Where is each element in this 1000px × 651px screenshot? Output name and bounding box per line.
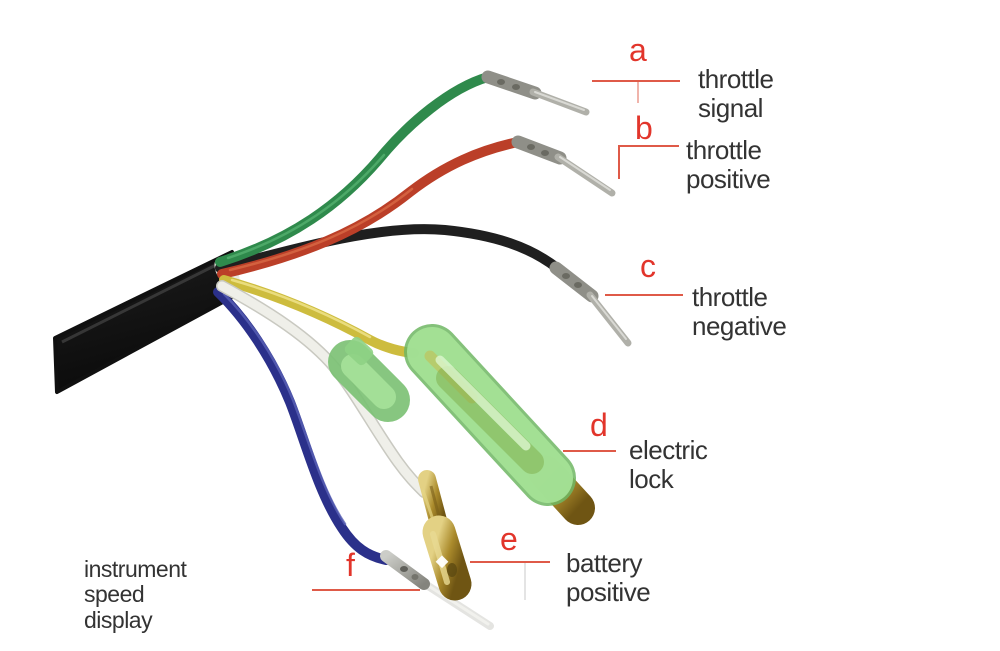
annotation-label: electric lock [629,435,708,494]
annotation-pointer-line [312,589,420,591]
wire-yellow [219,275,419,358]
annotation-letter: f [346,547,355,583]
annotation-label: instrument speed display [84,556,187,633]
annotation-letter: c [640,248,656,284]
green-bullet-connector [404,324,595,525]
blue-pin-clear-tip [418,578,494,630]
annotation-pointer-line [605,294,683,296]
wire-green [215,70,590,267]
gold-bullet-terminal [418,470,472,601]
annotation-pointer-tick [637,82,639,103]
annotation-label: throttle negative [692,282,787,341]
annotation-letter: b [635,110,653,146]
green-crimp-sleeve [328,336,410,422]
annotation-pointer-line [470,561,550,563]
annotation-letter: e [500,521,518,557]
blue-pin-crimp [380,550,430,590]
annotation-label: throttle signal [698,64,774,123]
annotation-label: battery positive [566,548,651,607]
wire-blue [213,287,391,565]
cable-sheath [53,250,240,394]
annotation-label: throttle positive [686,135,771,194]
annotation-letter: a [629,32,647,68]
annotation-pointer-line [563,450,616,452]
glint-highlight [435,555,449,569]
annotation-pointer-tick [524,563,526,600]
terminal-hole [447,563,457,577]
annotation-letter: d [590,407,608,443]
annotation-pointer-line [592,80,680,82]
wire-red [217,135,616,279]
annotation-pointer-bracket [618,145,679,179]
